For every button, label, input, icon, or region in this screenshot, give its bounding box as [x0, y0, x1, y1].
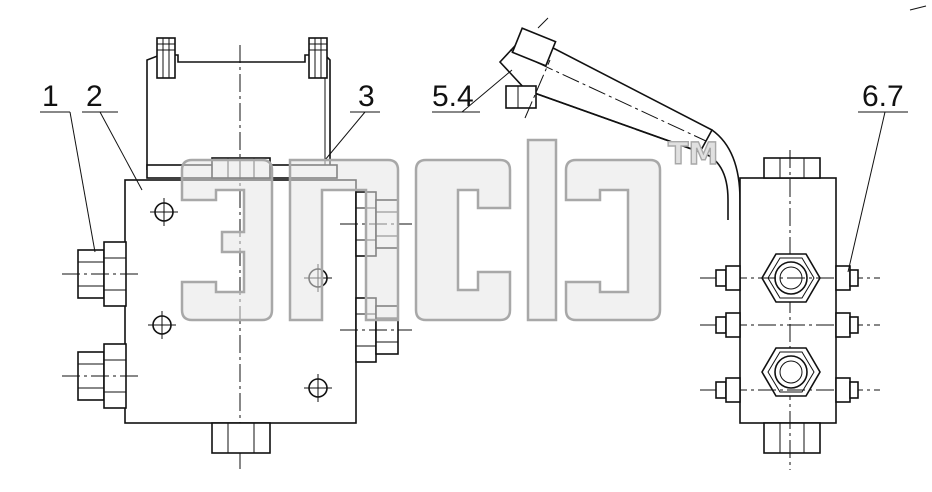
bolt-icon [835, 265, 859, 291]
watermark-trademark: TM [668, 137, 718, 172]
watermark-logo: TM [180, 136, 719, 322]
bolt-icon [835, 377, 859, 403]
bolt-icon [835, 312, 859, 338]
side-top-fitting [763, 157, 821, 179]
bent-arm [498, 17, 741, 220]
callout-6-7: 6.7 [862, 80, 904, 113]
side-bottom-fitting [763, 422, 821, 454]
bolt-icon [715, 312, 741, 338]
hex-nut-icon [211, 422, 271, 454]
bolt-icon [715, 265, 741, 291]
callout-5-4: 5.4 [432, 80, 474, 113]
leader-lines-left [40, 111, 380, 253]
bolt-hole [304, 374, 332, 402]
callout-3: 3 [358, 80, 375, 113]
threaded-stud-icon [156, 37, 176, 79]
front-view: 1 2 3 [40, 37, 412, 470]
bolt-hole [148, 311, 176, 339]
callout-2: 2 [86, 80, 103, 113]
bolt-icon [715, 377, 741, 403]
hex-nut-icon [761, 347, 821, 397]
hex-nut-icon [62, 241, 140, 307]
hex-nut-icon [62, 343, 140, 409]
callout-1: 1 [42, 80, 59, 113]
threaded-stud-icon [308, 37, 328, 79]
side-view [432, 5, 927, 470]
bolt-hole [150, 198, 178, 226]
